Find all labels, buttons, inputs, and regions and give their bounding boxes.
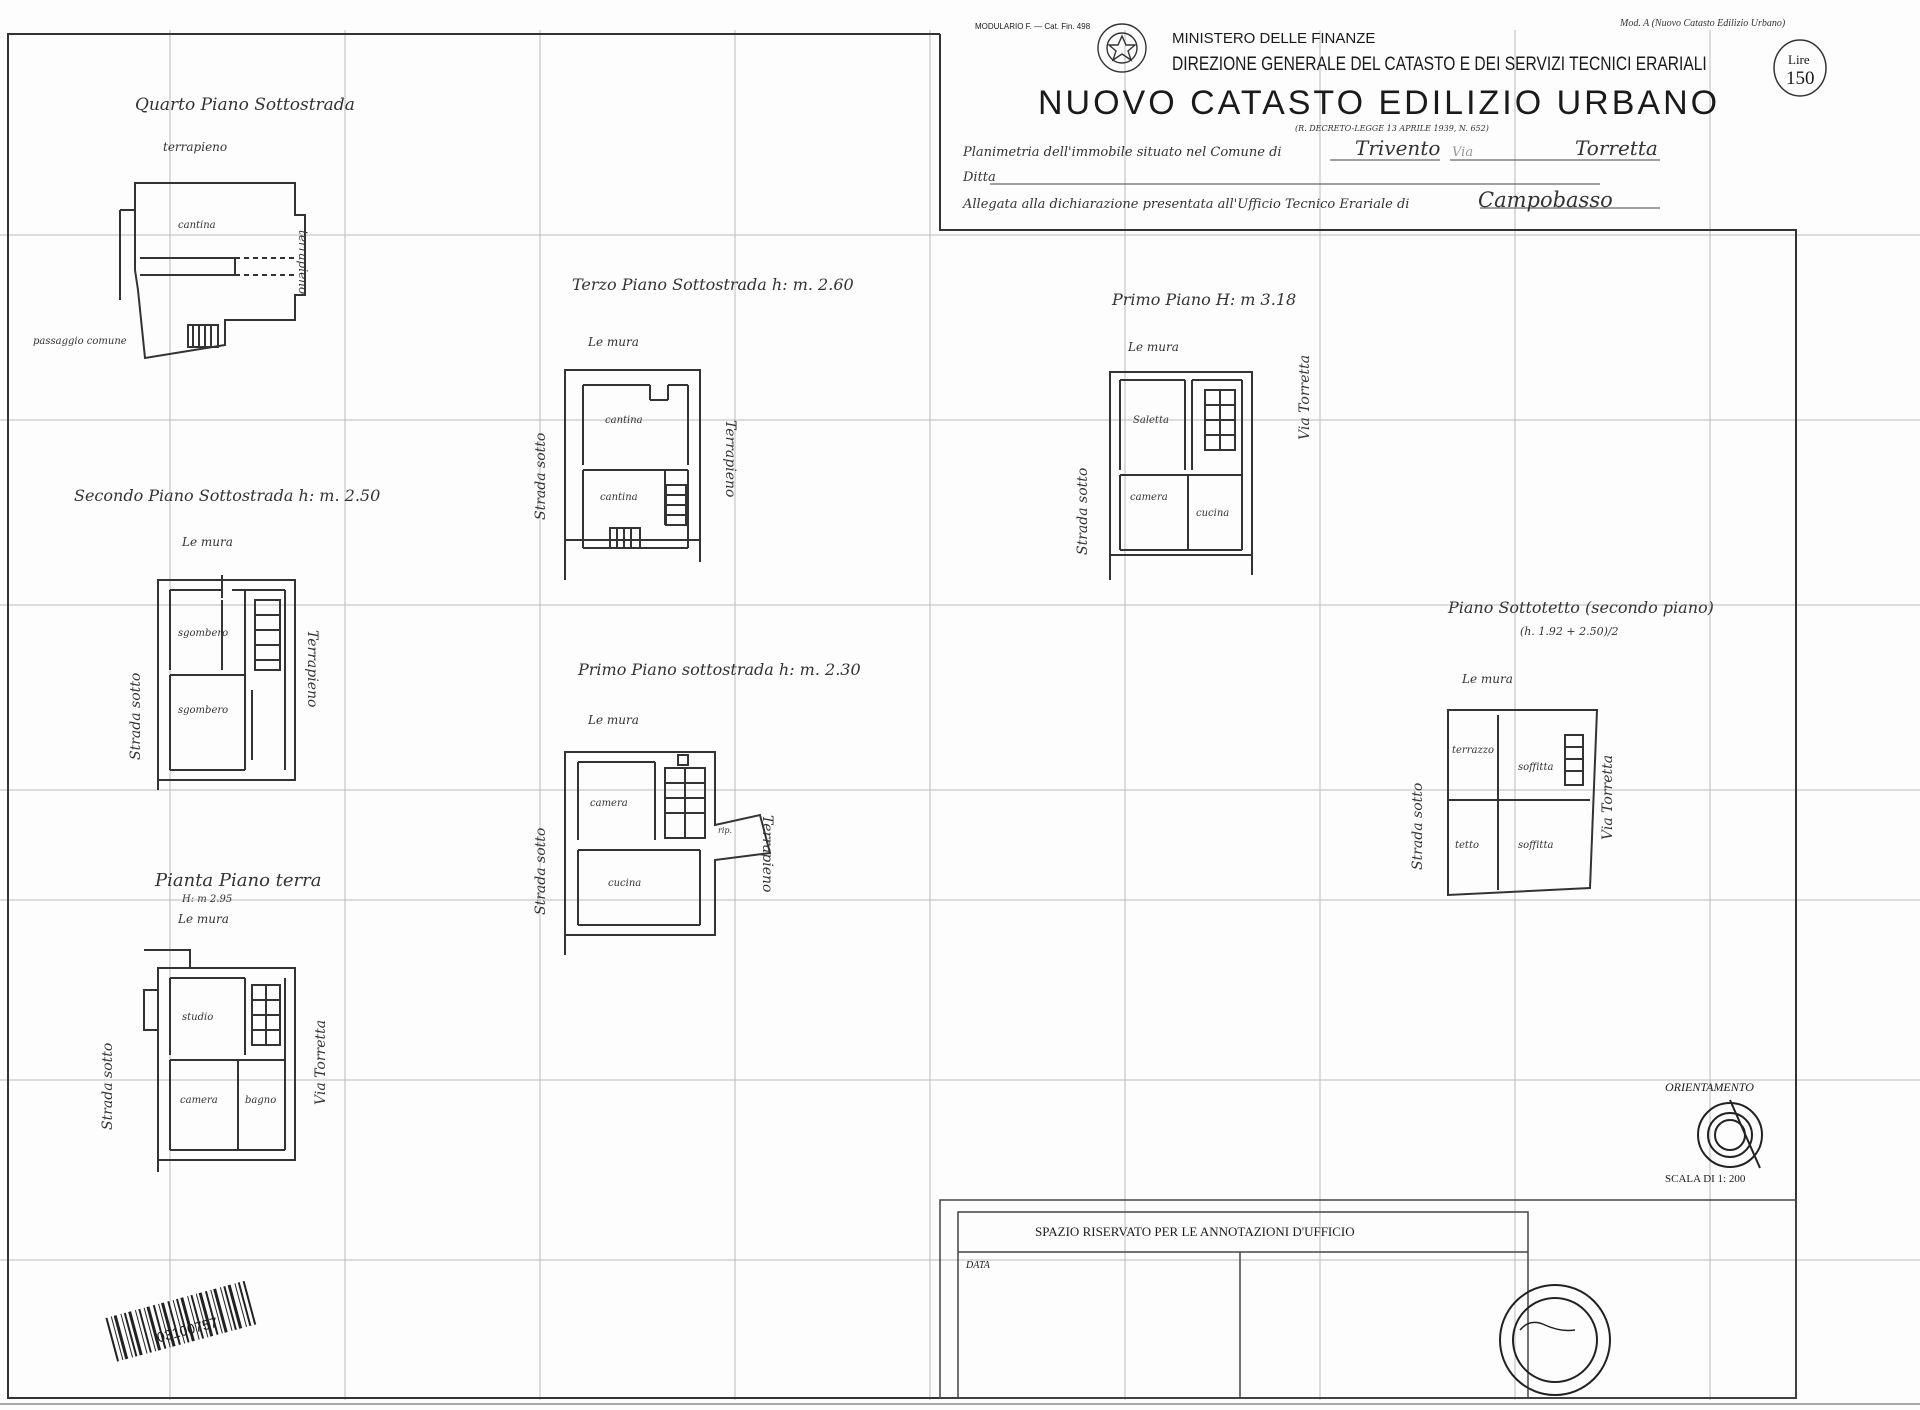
primo-sotto-right: Terrapieno	[759, 815, 775, 893]
registry-top: MODULARIO F. — Cat. Fin. 498	[975, 22, 1091, 31]
price-value: 150	[1786, 68, 1815, 89]
sheet-border	[0, 33, 1920, 1405]
model-label: Mod. A (Nuovo Catasto Edilizio Urbano)	[1620, 18, 1786, 29]
price-oval	[1773, 39, 1827, 97]
sottotetto-top: Le mura	[1462, 672, 1513, 686]
sottotetto-room-2: soffitta	[1518, 762, 1554, 773]
terzo-room-1: cantina	[605, 415, 643, 426]
decree-text: (R. DECRETO-LEGGE 13 APRILE 1939, N. 652…	[1295, 124, 1489, 133]
price-label: Lire	[1788, 52, 1810, 67]
office-title: SPAZIO RISERVATO PER LE ANNOTAZIONI D'UF…	[1035, 1224, 1355, 1239]
grid-lines	[0, 30, 1920, 1400]
primo-piano-room-2: camera	[1130, 492, 1168, 503]
terra-room-3: bagno	[245, 1095, 277, 1106]
sottotetto-title: Piano Sottotetto (secondo piano)	[1448, 598, 1714, 617]
primo-sotto-room-2: cucina	[608, 878, 642, 889]
primo-sotto-room-3: rip.	[718, 826, 733, 835]
terra-room-2: camera	[180, 1095, 218, 1106]
primo-piano-title: Primo Piano H: m 3.18	[1112, 290, 1297, 309]
primo-piano-right: Via Torretta	[1297, 354, 1313, 440]
terzo-room-2: cantina	[600, 492, 638, 503]
primo-sotto-title: Primo Piano sottostrada h: m. 2.30	[578, 660, 861, 679]
barcode-icon	[105, 1280, 257, 1362]
secondo-room-1: sgombero	[178, 628, 229, 639]
compass-icon	[1697, 1099, 1763, 1169]
primo-piano-top: Le mura	[1128, 340, 1179, 354]
quarto-side: terrapieno	[296, 230, 310, 295]
planimetria-label: Planimetria dell'immobile situato nel Co…	[963, 145, 1282, 160]
stamp-icon	[1499, 1284, 1611, 1396]
orientation-label: ORIENTAMENTO	[1665, 1080, 1754, 1094]
terra-room-1: studio	[182, 1012, 214, 1023]
primo-sotto-top: Le mura	[588, 713, 639, 727]
sottotetto-left: Strada sotto	[1410, 782, 1426, 870]
sottotetto-formula: (h. 1.92 + 2.50)/2	[1520, 625, 1619, 638]
scale-label: SCALA DI 1: 200	[1665, 1173, 1746, 1185]
quarto-passage: passaggio comune	[33, 336, 127, 347]
terra-right: Via Torretta	[313, 1019, 329, 1105]
terzo-title: Terzo Piano Sottostrada h: m. 2.60	[572, 275, 854, 294]
sottotetto-right: Via Torretta	[1600, 754, 1616, 840]
quarto-room-cantina: cantina	[178, 220, 216, 231]
direction-title: DIREZIONE GENERALE DEL CATASTO E DEI SER…	[1172, 54, 1707, 75]
plan-primo-piano	[1109, 371, 1253, 580]
ditta-label: Ditta	[963, 170, 996, 185]
quarto-title: Quarto Piano Sottostrada	[135, 95, 355, 115]
secondo-room-2: sgombero	[178, 705, 229, 716]
secondo-right: Terrapieno	[304, 630, 320, 708]
primo-piano-left: Strada sotto	[1075, 467, 1091, 555]
office-date-label: DATA	[966, 1260, 990, 1271]
primo-piano-room-1: Saletta	[1133, 415, 1169, 426]
terzo-left: Strada sotto	[533, 432, 549, 520]
ufficio-value: Campobasso	[1478, 188, 1613, 212]
terra-left: Strada sotto	[100, 1042, 116, 1130]
terzo-top: Le mura	[588, 335, 639, 349]
plan-primo-sotto	[564, 751, 772, 955]
primo-sotto-room-1: camera	[590, 798, 628, 809]
comune-value: Trivento	[1355, 136, 1441, 160]
primo-piano-room-3: cucina	[1196, 508, 1230, 519]
sottotetto-room-4: soffitta	[1518, 840, 1554, 851]
office-box	[939, 1199, 1797, 1399]
plan-secondo	[157, 575, 296, 790]
via-value: Torretta	[1575, 136, 1658, 160]
sottotetto-room-3: tetto	[1455, 840, 1479, 851]
secondo-top: Le mura	[182, 535, 233, 549]
via-label: Via	[1452, 145, 1474, 160]
plan-terzo	[564, 369, 701, 580]
terra-top: Le mura	[178, 912, 229, 926]
secondo-left: Strada sotto	[128, 672, 144, 760]
page-title: NUOVO CATASTO EDILIZIO URBANO	[1038, 84, 1721, 122]
emblem-icon	[1097, 23, 1147, 73]
quarto-top: terrapieno	[163, 140, 228, 154]
primo-sotto-left: Strada sotto	[533, 827, 549, 915]
terra-title: Pianta Piano terra	[155, 870, 322, 891]
plan-terra	[143, 949, 296, 1172]
terra-height: H: m 2.95	[182, 894, 233, 905]
secondo-title: Secondo Piano Sottostrada h: m. 2.50	[74, 486, 381, 505]
ministry-title: MINISTERO DELLE FINANZE	[1172, 30, 1376, 47]
plan-sottotetto	[1447, 709, 1599, 897]
header-underlines	[990, 159, 1660, 209]
terzo-right: Terrapieno	[722, 420, 738, 498]
sottotetto-room-1: terrazzo	[1452, 745, 1495, 756]
plan-quarto	[119, 182, 306, 360]
allegata-label: Allegata alla dichiarazione presentata a…	[963, 197, 1410, 212]
